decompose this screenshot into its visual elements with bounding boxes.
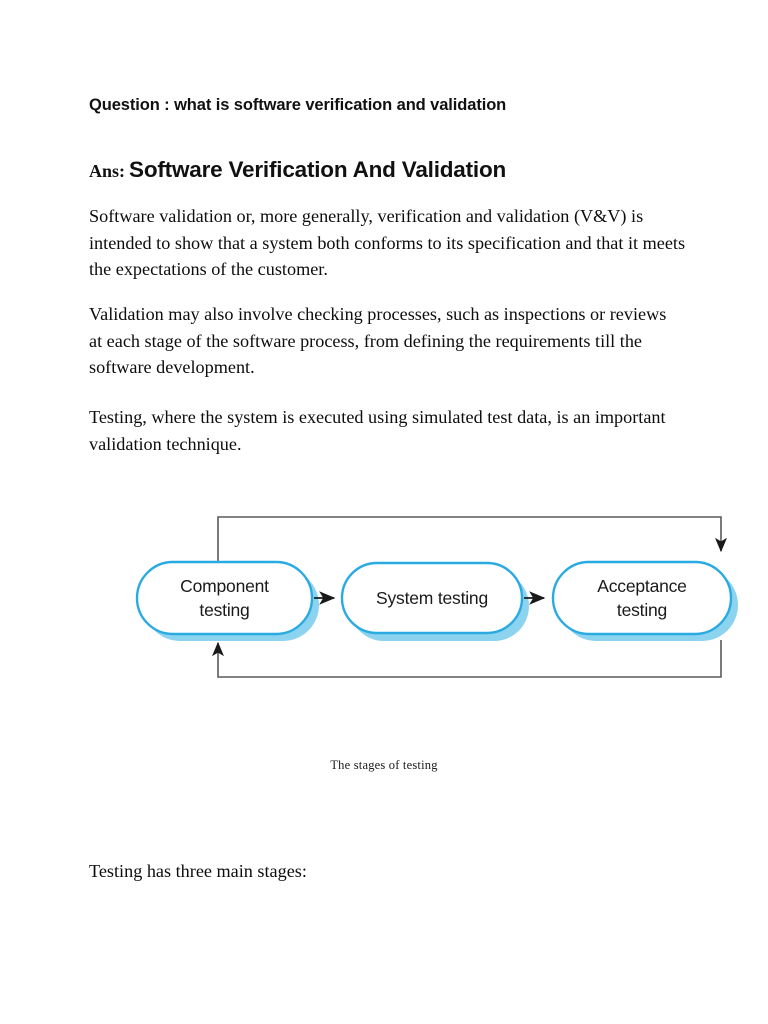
closing-line: Testing has three main stages: <box>89 861 307 881</box>
answer-title: Software Verification And Validation <box>129 157 507 182</box>
paragraph-2: Validation may also involve checking pro… <box>89 304 667 377</box>
feedback-loop-top <box>217 516 727 580</box>
feedback-loop-bottom <box>212 640 722 678</box>
question-heading: Question : what is software verification… <box>89 96 507 114</box>
node-component-label-line1: Component <box>180 576 269 596</box>
paragraph-3: Testing, where the system is executed us… <box>89 407 666 454</box>
figure-caption: The stages of testing <box>330 758 438 772</box>
paragraph-1: Software validation or, more generally, … <box>89 206 686 279</box>
stages-of-testing-diagram: Component testing System testing A <box>128 495 748 695</box>
node-system-testing: System testing <box>340 561 529 641</box>
node-component-testing: Component testing <box>135 560 319 641</box>
node-acceptance-testing: Acceptance testing <box>551 560 738 641</box>
answer-heading: Ans:Software Verification And Validation <box>89 156 709 187</box>
node-body <box>551 560 733 636</box>
node-body <box>135 560 314 636</box>
node-system-label-line1: System testing <box>376 588 488 608</box>
node-acceptance-label-line2: testing <box>617 600 667 620</box>
node-acceptance-label-line1: Acceptance <box>597 576 686 596</box>
node-body <box>340 561 524 635</box>
node-component-label-line2: testing <box>199 600 249 620</box>
answer-label: Ans: <box>89 161 126 181</box>
